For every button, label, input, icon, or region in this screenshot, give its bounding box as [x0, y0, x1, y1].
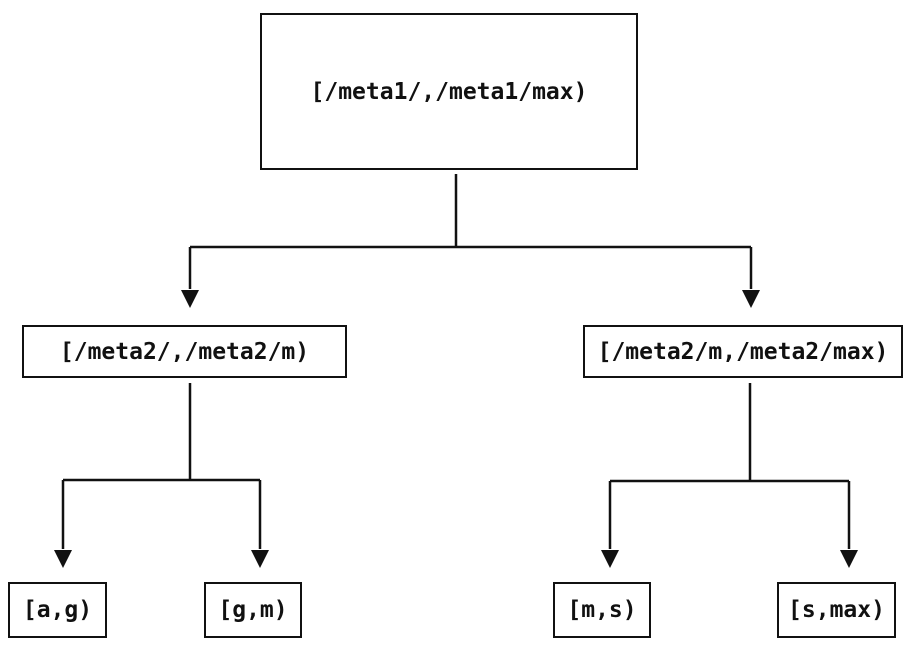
- arrowhead-leaf-ag: [54, 550, 72, 568]
- node-leaf-ag-range: [a,g): [8, 582, 107, 638]
- node-leaf-gm-range: [g,m): [204, 582, 302, 638]
- arrowhead-leaf-ms: [601, 550, 619, 568]
- arrowhead-leaf-gm: [251, 550, 269, 568]
- arrowhead-leaf-smax: [840, 550, 858, 568]
- node-root-range: [/meta1/,/meta1/max): [260, 13, 638, 170]
- node-meta2-left-range: [/meta2/,/meta2/m): [22, 325, 347, 378]
- node-leaf-smax-range: [s,max): [777, 582, 896, 638]
- arrowhead-meta2-left: [181, 290, 199, 308]
- arrowhead-meta2-right: [742, 290, 760, 308]
- node-meta2-right-range: [/meta2/m,/meta2/max): [583, 325, 903, 378]
- node-leaf-ms-range: [m,s): [553, 582, 651, 638]
